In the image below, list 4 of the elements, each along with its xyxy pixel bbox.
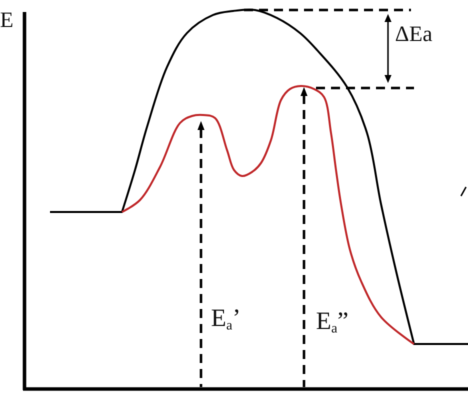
energy-label: E$_{a}$’ — [211, 306, 241, 331]
dimension-label: ΔEa — [395, 23, 432, 45]
axis-label: E — [0, 9, 14, 31]
energy-label: E$_{a}$” — [316, 309, 348, 334]
